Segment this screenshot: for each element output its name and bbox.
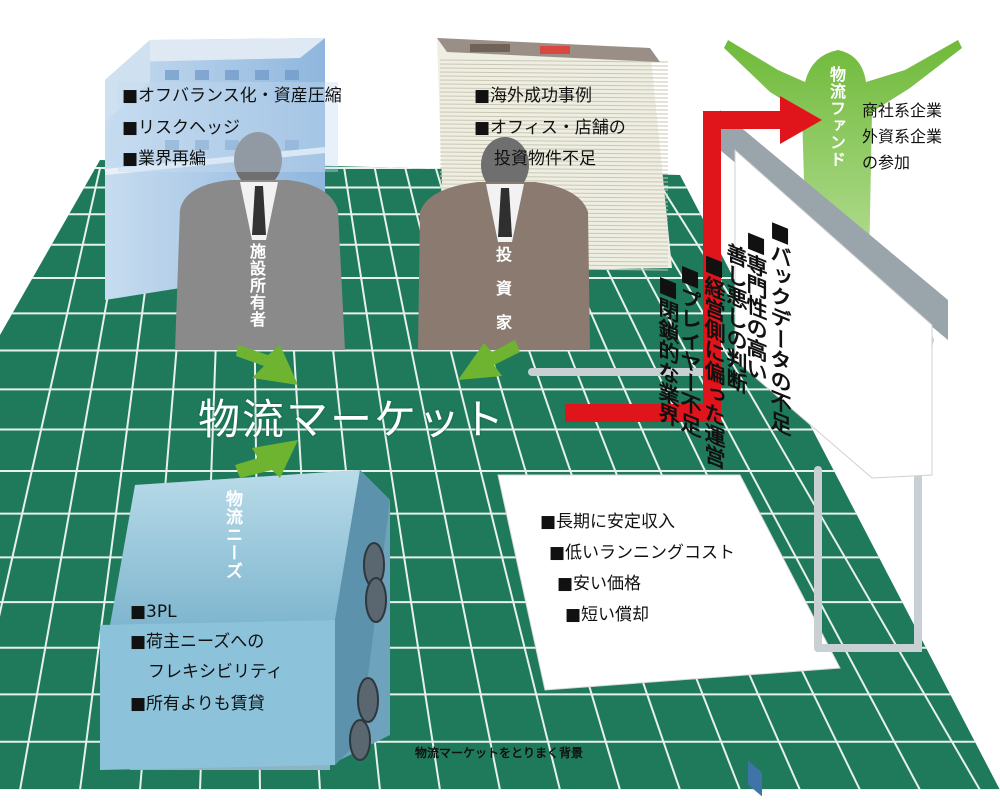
- investor-label: 投資家: [493, 246, 512, 348]
- stack-item: ■オフィス・店舗の: [474, 118, 626, 138]
- needs-arrow-icon: [235, 440, 298, 478]
- investor-figure: [418, 137, 590, 350]
- benefit-item: ■短い償却: [565, 605, 650, 625]
- fund-participants: 商社系企業 外資系企業 の参加: [862, 98, 942, 176]
- truck-item: フレキシビリティ: [148, 662, 283, 682]
- investor-arrow-icon: [458, 340, 520, 380]
- fund-participant: 商社系企業: [862, 101, 943, 120]
- hurdle-item: ■閉鎖的な業界: [656, 269, 680, 430]
- building-item: ■オフバランス化・資産圧縮: [122, 86, 342, 106]
- hurdle-board: [720, 110, 948, 797]
- fund-participant: 外資系企業: [862, 127, 943, 146]
- fund-participant: の参加: [862, 153, 911, 172]
- truck-item: ■3PL: [130, 602, 177, 622]
- owner-label: 施設所有者: [247, 243, 266, 328]
- building-item: ■リスクヘッジ: [122, 118, 241, 138]
- truck-illustration: [100, 470, 390, 770]
- caption: 物流マーケットをとりまく背景: [415, 746, 584, 760]
- benefit-item: ■長期に安定収入: [540, 512, 676, 532]
- benefit-item: ■安い価格: [557, 574, 642, 594]
- benefits-card: [497, 474, 841, 691]
- building-item: ■業界再編: [122, 149, 207, 169]
- owner-arrow-icon: [236, 345, 298, 385]
- market-label: 物流マーケット: [198, 395, 507, 444]
- fund-figure: [724, 40, 962, 348]
- truck-item: ■所有よりも賃貸: [130, 694, 265, 714]
- fund-arrow: [565, 96, 822, 422]
- fund-label: 物流ファンド: [827, 66, 846, 168]
- stack-item: ■海外成功事例: [474, 86, 593, 106]
- needs-label: 物流ニーズ: [222, 490, 242, 580]
- green-arrows: [235, 340, 520, 478]
- benefit-item: ■低いランニングコスト: [549, 543, 736, 563]
- owner-figure: [175, 132, 345, 350]
- truck-item: ■荷主ニーズへの: [130, 632, 265, 652]
- stack-item: 投資物件不足: [494, 149, 596, 169]
